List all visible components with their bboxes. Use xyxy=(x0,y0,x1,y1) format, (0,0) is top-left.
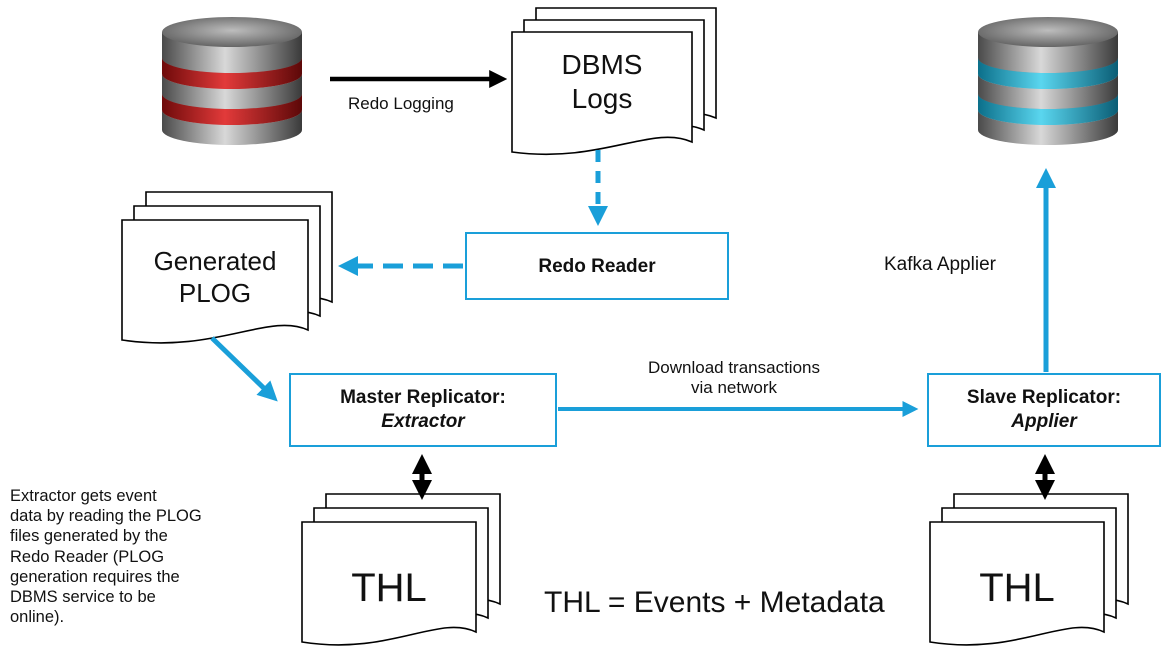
download-transactions-line1: Download transactions xyxy=(648,358,820,377)
generated-plog-label: Generated PLOG xyxy=(122,245,308,309)
dbms-logs-line1: DBMS xyxy=(561,49,643,80)
thl-definition: THL = Events + Metadata xyxy=(544,586,885,619)
note-line: files generated by the xyxy=(10,527,168,546)
redo-logging-label: Redo Logging xyxy=(348,94,454,113)
thl-master-document-icon xyxy=(301,493,501,646)
kafka-applier-label: Kafka Applier xyxy=(884,254,996,275)
generated-plog-document-icon xyxy=(121,191,333,344)
generated-plog-line2: PLOG xyxy=(178,278,252,308)
download-transactions-line2: via network xyxy=(691,378,777,397)
slave-replicator-role: Applier xyxy=(1011,411,1077,432)
thl-slave-document-icon xyxy=(929,493,1129,646)
generated-plog-line1: Generated xyxy=(153,246,277,276)
master-replicator-label: Master Replicator: Extractor xyxy=(290,386,556,434)
master-replicator-role: Extractor xyxy=(381,411,465,432)
plog-to-extractor-arrow xyxy=(210,336,278,402)
note-line: Extractor gets event xyxy=(10,487,157,505)
master-replicator-title: Master Replicator: xyxy=(340,387,506,408)
note-line: online). xyxy=(10,608,65,627)
note-line: Redo Reader (PLOG xyxy=(10,547,165,566)
download-transactions-label: Download transactions via network xyxy=(594,358,874,398)
redo-reader-label: Redo Reader xyxy=(538,256,656,277)
slave-replicator-label: Slave Replicator: Applier xyxy=(928,386,1160,434)
note-line: DBMS service to be xyxy=(10,588,156,607)
redo-reader-box xyxy=(465,232,729,300)
note-line: generation requires the xyxy=(10,567,180,586)
dbms-logs-line2: Logs xyxy=(571,83,633,114)
thl-slave-label: THL xyxy=(979,566,1055,610)
master-replicator-box xyxy=(289,373,557,447)
dbms-logs-label: DBMS Logs xyxy=(512,48,692,116)
extractor-note: Extractor gets event data by reading the… xyxy=(10,486,260,627)
source-database-icon xyxy=(162,17,302,145)
target-database-icon xyxy=(978,17,1118,145)
thl-master-label: THL xyxy=(351,566,427,610)
slave-replicator-box xyxy=(927,373,1161,447)
note-line: data by reading the PLOG xyxy=(10,507,202,526)
dbms-logs-document-icon xyxy=(511,7,717,156)
slave-replicator-title: Slave Replicator: xyxy=(966,387,1122,408)
